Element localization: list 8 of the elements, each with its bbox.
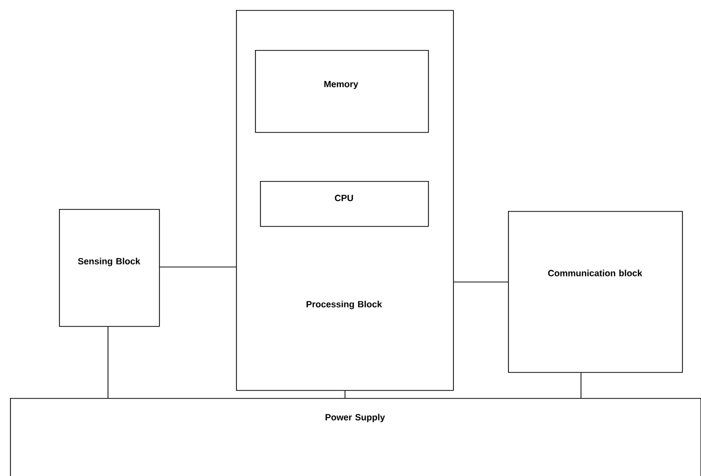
connector-line <box>580 372 582 398</box>
sensing-block: Sensing Block <box>59 209 160 327</box>
communication-block: Communication block <box>508 211 683 373</box>
connector-line <box>159 266 236 268</box>
cpu-box: CPU <box>260 181 429 227</box>
power-supply-box: Power Supply <box>10 398 701 476</box>
connector-line <box>344 390 346 398</box>
memory-box: Memory <box>255 50 429 133</box>
